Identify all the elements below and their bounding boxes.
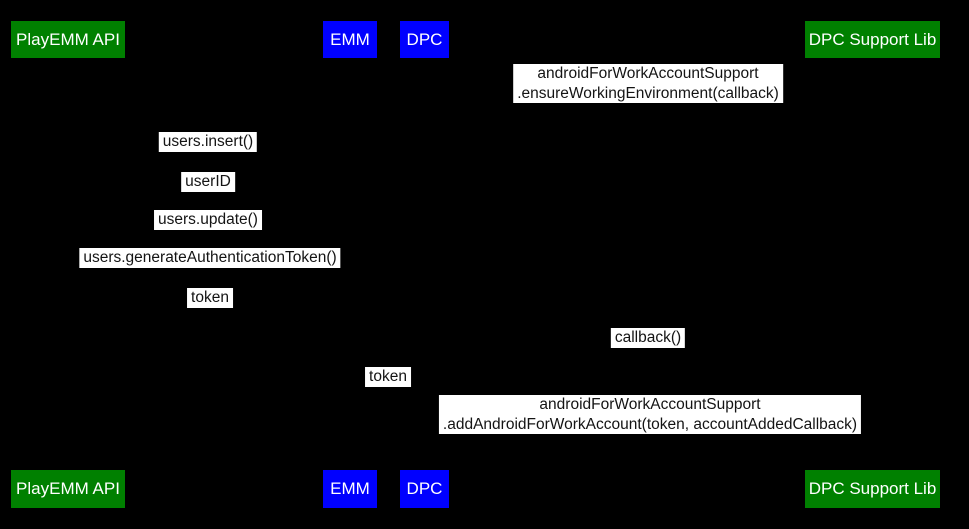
message-token-to-emm: token	[187, 288, 233, 308]
actor-playemm-api-top: PlayEMM API	[11, 21, 125, 58]
message-line: .ensureWorkingEnvironment(callback)	[517, 84, 779, 102]
message-line: token	[369, 368, 407, 385]
actor-dpc-top: DPC	[400, 21, 449, 58]
message-token-to-dpc: token	[365, 367, 411, 387]
actor-playemm-api-bottom: PlayEMM API	[11, 470, 125, 508]
message-add-android-for-work-account: androidForWorkAccountSupport .addAndroid…	[438, 395, 862, 434]
message-users-update: users.update()	[154, 210, 262, 230]
message-userid: userID	[181, 172, 235, 192]
message-generate-authentication-token: users.generateAuthenticationToken()	[79, 248, 341, 268]
message-users-insert: users.insert()	[158, 132, 258, 152]
message-line: androidForWorkAccountSupport	[539, 396, 761, 413]
message-line: users.insert()	[162, 133, 254, 150]
actor-dpc-support-lib-bottom: DPC Support Lib	[805, 470, 940, 508]
message-line: androidForWorkAccountSupport	[537, 65, 759, 82]
actor-dpc-support-lib-top: DPC Support Lib	[805, 21, 940, 58]
actor-dpc-bottom: DPC	[400, 470, 449, 508]
message-line: .addAndroidForWorkAccount(token, account…	[442, 415, 858, 433]
message-line: callback()	[614, 329, 682, 346]
message-callback: callback()	[610, 328, 686, 348]
message-line: users.update()	[158, 211, 258, 228]
actor-emm-bottom: EMM	[323, 470, 377, 508]
message-line: userID	[185, 173, 231, 190]
message-line: users.generateAuthenticationToken()	[83, 249, 337, 266]
actor-emm-top: EMM	[323, 21, 377, 58]
message-line: token	[191, 289, 229, 306]
message-ensure-working-environment: androidForWorkAccountSupport .ensureWork…	[513, 64, 783, 103]
